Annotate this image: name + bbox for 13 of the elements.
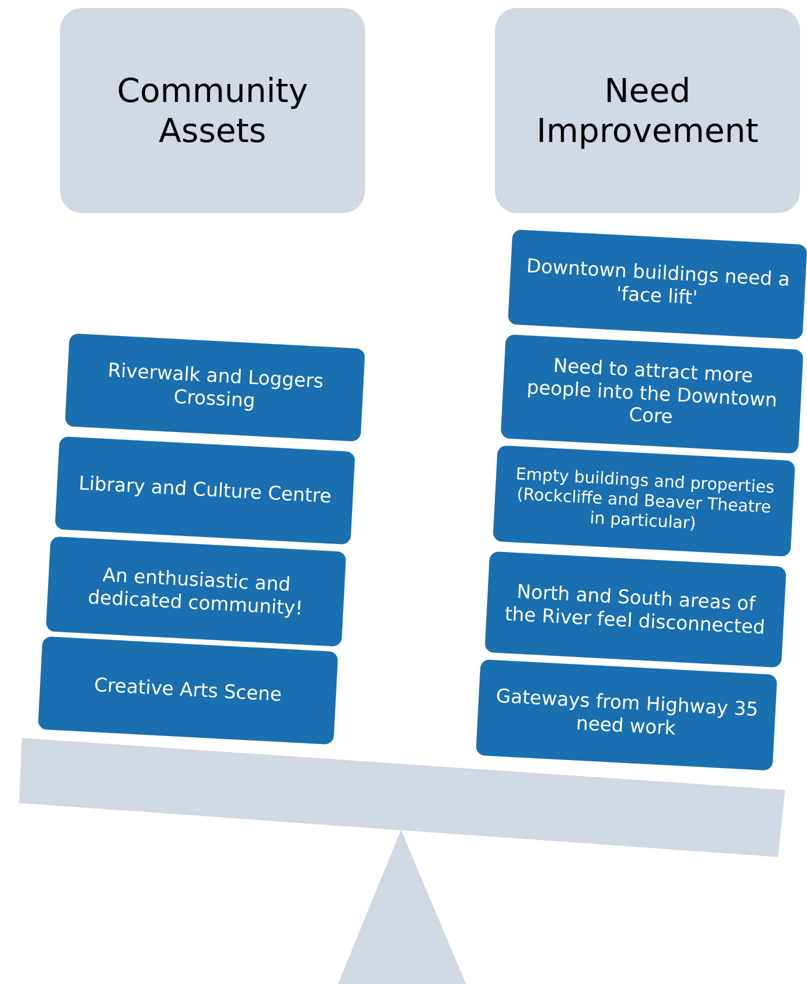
heading-panel <box>495 8 800 213</box>
item-text: Need to attract more people into the Downtown Core <box>525 354 779 430</box>
item-text: Creative Arts Scene <box>92 673 284 708</box>
item-text: An enthusiastic and dedicated community! <box>86 562 304 622</box>
item-text: Riverwalk and Loggers Crossing <box>106 358 325 414</box>
item-text: Gateways from Highway 35 need work <box>494 684 760 742</box>
heading-text: Need Improvement <box>536 70 760 150</box>
heading-text: Community Assets <box>116 70 309 150</box>
heading-panel <box>60 8 365 213</box>
item-text: North and South areas of the River feel disconnected <box>503 579 767 640</box>
item-text: Library and Culture Centre <box>77 472 333 510</box>
item-text: Empty buildings and properties (Rockcliffe and Beaver Theatre in particular) <box>514 464 776 535</box>
item-text: Downtown buildings need a 'face lift' <box>524 254 792 311</box>
